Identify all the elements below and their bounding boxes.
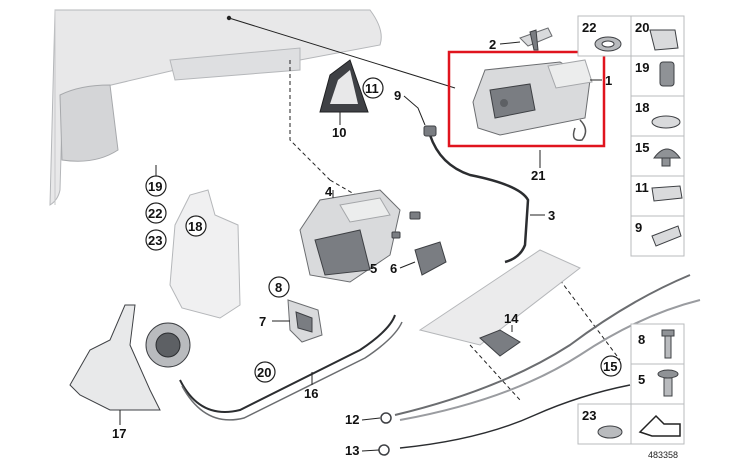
leader-12 bbox=[361, 417, 381, 421]
callout-2: 2 bbox=[489, 37, 496, 52]
trim-panel bbox=[418, 249, 581, 346]
callout-circle-15 bbox=[600, 355, 622, 377]
callout-19: 19 bbox=[148, 179, 162, 194]
leader-2 bbox=[499, 41, 521, 45]
callout-21: 21 bbox=[531, 168, 545, 183]
callout-circle-23 bbox=[145, 229, 167, 251]
cell-18[interactable] bbox=[630, 95, 685, 137]
callout-4: 4 bbox=[325, 184, 333, 199]
panel-callout-5: 5 bbox=[638, 372, 645, 387]
part-1-tailgate-handle[interactable] bbox=[472, 59, 593, 136]
part-17-drive-bracket[interactable] bbox=[69, 304, 191, 411]
part-7-cover-cap[interactable] bbox=[287, 299, 323, 343]
callout-3: 3 bbox=[548, 208, 555, 223]
callout-circle-18 bbox=[185, 215, 207, 237]
diagram-id: 483358 bbox=[648, 450, 678, 460]
part-18-icon bbox=[651, 115, 681, 129]
cable-loop bbox=[572, 119, 587, 141]
callout-circle-11 bbox=[362, 77, 384, 99]
callout-circle-22 bbox=[145, 202, 167, 224]
part-23-icon bbox=[597, 425, 623, 439]
part-18-reservoir[interactable] bbox=[169, 189, 241, 319]
part-9-icon bbox=[651, 225, 682, 247]
panel-callout-23: 23 bbox=[582, 408, 596, 423]
part-10-cover[interactable] bbox=[319, 59, 369, 113]
panel-callout-19: 19 bbox=[635, 60, 649, 75]
leader-9 bbox=[403, 95, 426, 126]
callout-13: 13 bbox=[345, 443, 359, 458]
part-11-icon bbox=[651, 185, 683, 202]
callout-17: 17 bbox=[112, 426, 126, 441]
panel-callout-20: 20 bbox=[635, 20, 649, 35]
part-15-cable-lower[interactable] bbox=[399, 299, 701, 421]
callout-1: 1 bbox=[605, 73, 612, 88]
cell-8[interactable] bbox=[630, 323, 685, 365]
highlight-box-part-1 bbox=[447, 50, 606, 148]
part-20-cable[interactable] bbox=[181, 321, 403, 421]
part-13-eyelet[interactable] bbox=[378, 444, 390, 456]
callout-11: 11 bbox=[365, 81, 379, 96]
callout-22: 22 bbox=[148, 206, 162, 221]
screw-group bbox=[391, 211, 421, 239]
part-6-switch[interactable] bbox=[414, 241, 447, 276]
part-20-icon bbox=[649, 29, 679, 51]
callout-circle-8 bbox=[268, 276, 290, 298]
part-15-cable-upper[interactable] bbox=[394, 274, 691, 416]
part-3-bowden-cable[interactable] bbox=[428, 134, 530, 264]
panel-callout-9: 9 bbox=[635, 220, 642, 235]
tailgate-panel bbox=[49, 9, 382, 206]
callout-9: 9 bbox=[394, 88, 401, 103]
part-8-icon bbox=[661, 329, 675, 337]
dashed-line-d bbox=[469, 344, 521, 401]
part-13-cable[interactable] bbox=[399, 384, 631, 449]
part-16-cable[interactable] bbox=[179, 314, 396, 413]
panel-callout-8: 8 bbox=[638, 332, 645, 347]
callout-7: 7 bbox=[259, 314, 266, 329]
side-panel: 22 20 19 18 15 11 9 8 5 23 bbox=[577, 15, 685, 445]
panel-callout-11: 11 bbox=[635, 180, 649, 195]
callout-16: 16 bbox=[304, 386, 318, 401]
callout-23: 23 bbox=[148, 233, 162, 248]
cell-5[interactable] bbox=[630, 363, 685, 405]
part-4-lock-actuator[interactable] bbox=[299, 189, 401, 283]
leader-6 bbox=[399, 261, 416, 269]
part-2-bracket[interactable] bbox=[519, 27, 553, 51]
dashed-line-a bbox=[289, 60, 331, 181]
part-5-icon bbox=[657, 369, 679, 379]
callout-6: 6 bbox=[390, 261, 397, 276]
callout-10: 10 bbox=[332, 125, 346, 140]
dashed-line-c bbox=[559, 279, 621, 361]
panel-callout-15: 15 bbox=[635, 140, 649, 155]
callout-8: 8 bbox=[275, 280, 282, 295]
panel-callout-22: 22 bbox=[582, 20, 596, 35]
part-9-clip[interactable] bbox=[423, 125, 437, 137]
panel-callout-18: 18 bbox=[635, 100, 649, 115]
callout-14: 14 bbox=[504, 311, 519, 326]
part-15-icon bbox=[653, 148, 681, 159]
callout-20: 20 bbox=[257, 365, 271, 380]
arrow-icon bbox=[638, 414, 681, 437]
part-14-module[interactable] bbox=[479, 329, 521, 357]
callout-circle-20 bbox=[254, 361, 276, 383]
callout-12: 12 bbox=[345, 412, 359, 427]
callout-18: 18 bbox=[188, 219, 202, 234]
part-19-icon bbox=[659, 61, 675, 87]
callout-15: 15 bbox=[603, 359, 617, 374]
leader-13 bbox=[361, 449, 380, 452]
leader-tailgate bbox=[228, 17, 456, 89]
callout-5: 5 bbox=[370, 261, 377, 276]
part-12-eyelet[interactable] bbox=[380, 412, 392, 424]
